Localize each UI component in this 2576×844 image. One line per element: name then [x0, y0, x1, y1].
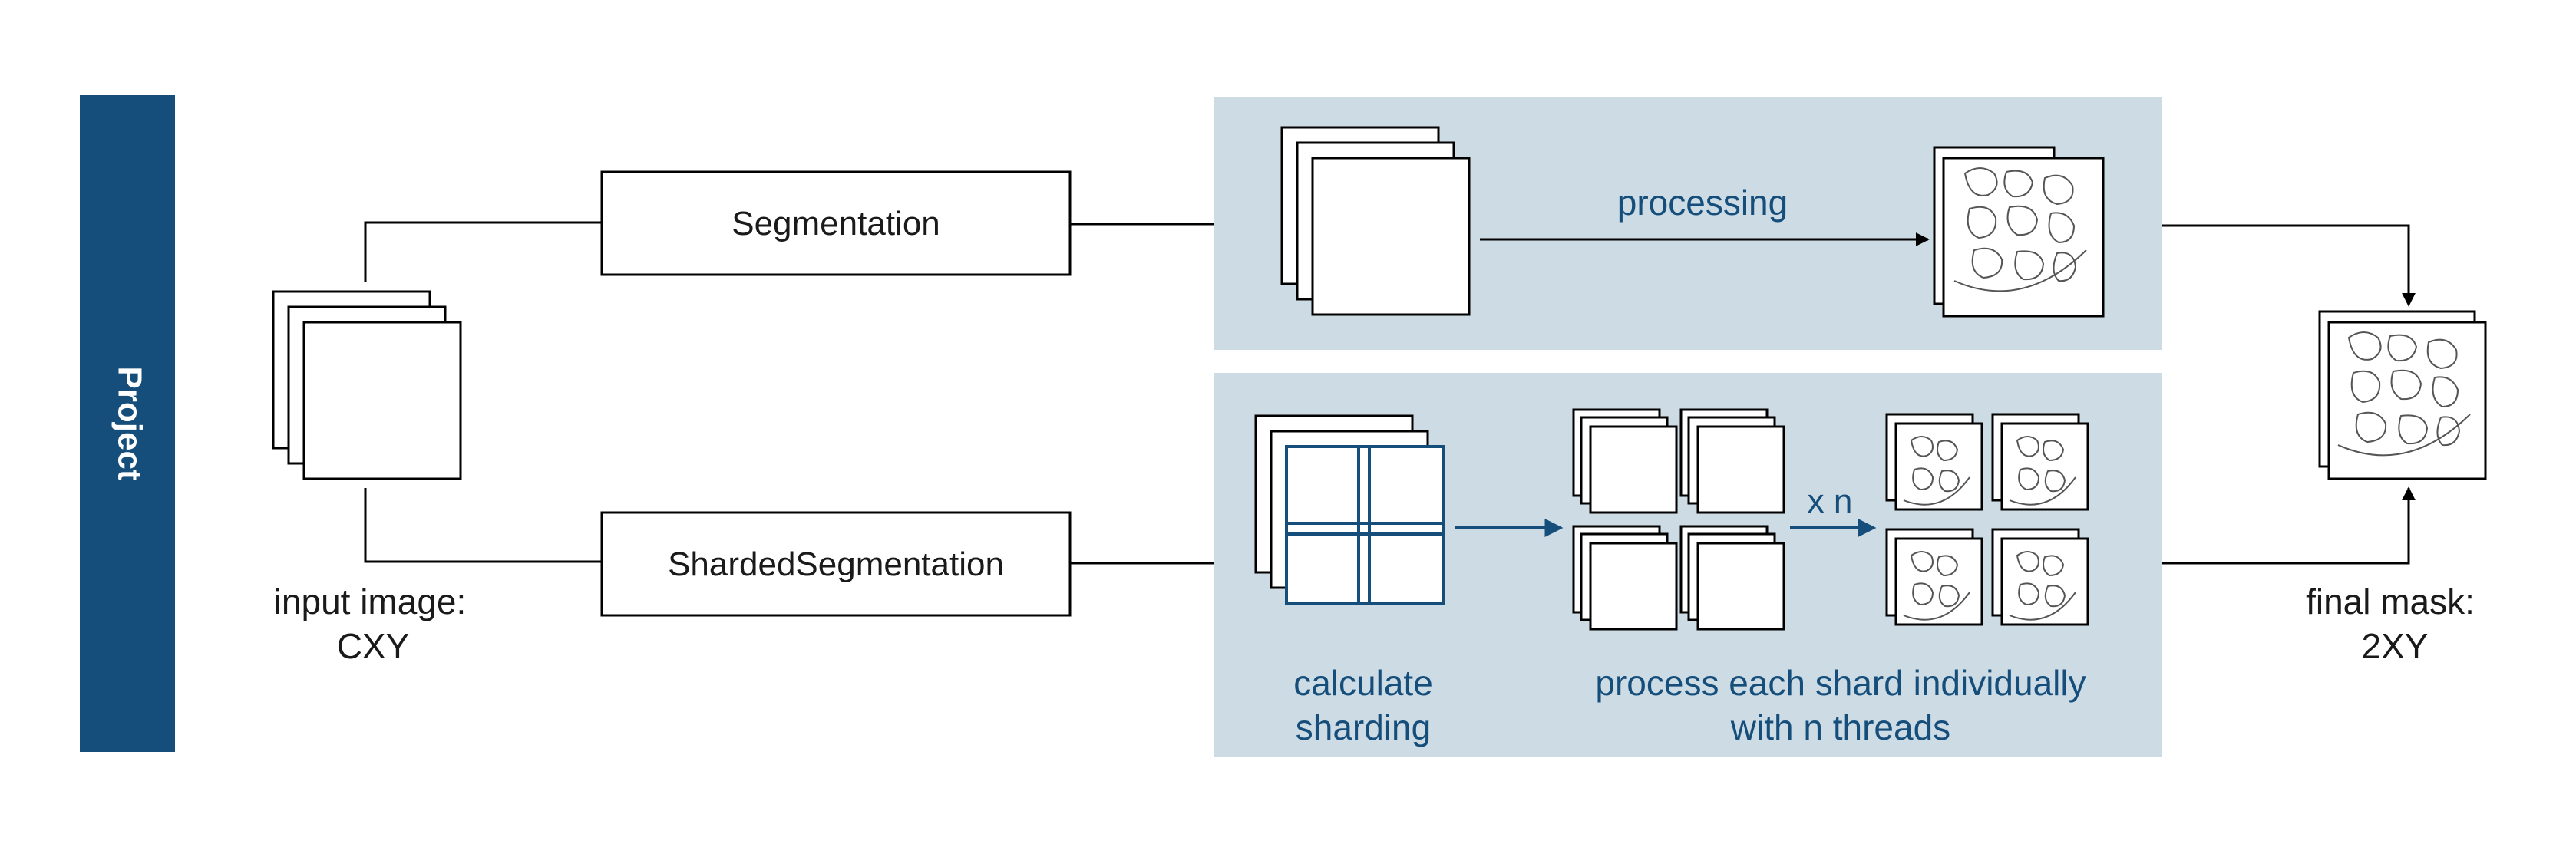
threads-label: with n threads [1730, 707, 1950, 747]
connector-bottom-output [2162, 486, 2416, 565]
segmentation-label: Segmentation [732, 205, 940, 242]
project-sidebar [80, 95, 175, 752]
input-format-label: CXY [337, 626, 410, 666]
connector-input-sharded [364, 488, 602, 563]
input-shards-icon [1572, 408, 1785, 631]
final-mask-icon [2318, 310, 2487, 480]
final-mask-label: final mask: [2306, 582, 2475, 621]
processing-label: processing [1617, 183, 1788, 223]
connector-input-segmentation [364, 221, 602, 282]
process-shards-label: process each shard individually [1595, 663, 2086, 703]
multiplier-label: x n [1808, 483, 1853, 520]
project-label: Project [111, 366, 148, 481]
sharded-segmentation-method-box: ShardedSegmentation [600, 511, 1072, 617]
input-image-label: input image: [274, 582, 467, 621]
sharded-segmentation-label: ShardedSegmentation [668, 546, 1004, 583]
sharding-label: sharding [1296, 707, 1431, 747]
input-image-stack-icon [272, 290, 462, 480]
sharding-grid-icon [1254, 414, 1445, 605]
processed-shards-icon [1885, 413, 2089, 626]
connector-top-output [2162, 224, 2416, 307]
final-mask-format-label: 2XY [2362, 626, 2429, 666]
calculate-label: calculate [1293, 663, 1433, 703]
segmentation-method-box: Segmentation [600, 170, 1072, 276]
top-input-stack-icon [1280, 126, 1471, 316]
segmentation-mask-icon [1933, 146, 2105, 318]
